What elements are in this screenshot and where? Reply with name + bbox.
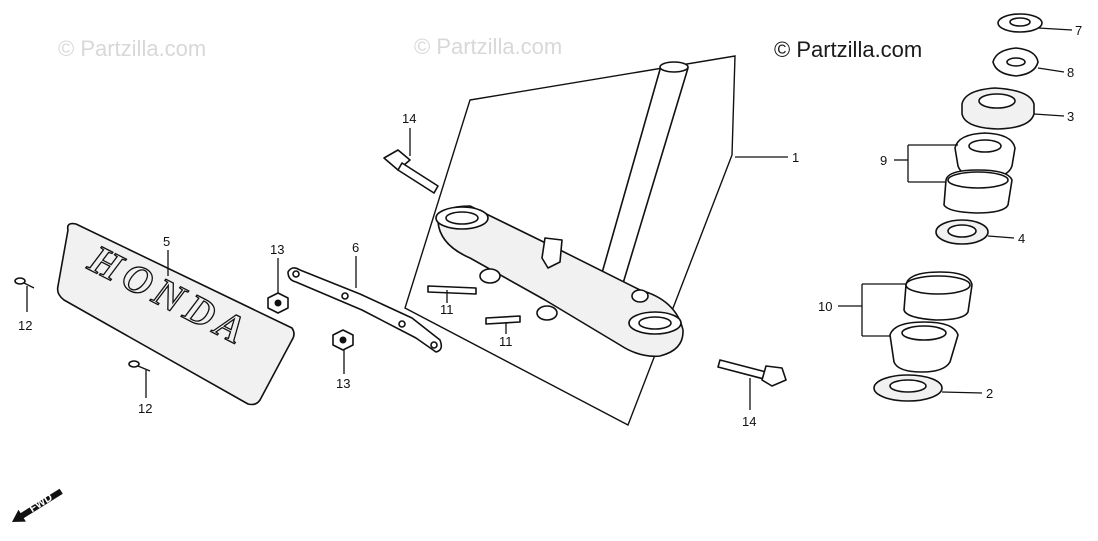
leader-lines [26, 27, 1073, 410]
callout-6: 6 [352, 240, 359, 255]
callout-11b: 11 [499, 334, 513, 349]
stud-lower[interactable] [485, 315, 521, 325]
callout-11a: 11 [440, 302, 454, 317]
callout-5: 5 [163, 234, 170, 249]
lower-bearing-race[interactable] [903, 271, 973, 321]
callout-12a: 12 [18, 318, 32, 333]
emblem-plate[interactable]: HONDA [56, 222, 295, 406]
callout-3: 3 [1067, 109, 1074, 124]
nut-lower[interactable] [332, 329, 354, 351]
bolt-upper[interactable] [383, 149, 439, 194]
steering-stem[interactable] [435, 61, 689, 358]
emblem-bracket[interactable] [287, 267, 443, 353]
callout-14b: 14 [742, 414, 756, 429]
callout-8: 8 [1067, 65, 1074, 80]
nut-upper[interactable] [267, 292, 289, 314]
steering-stem-group-outline [404, 55, 736, 426]
lower-dust-seal[interactable] [873, 374, 943, 402]
watermark-center: © Partzilla.com [414, 34, 563, 59]
upper-bearing-race[interactable] [943, 169, 1013, 214]
adjusting-nut[interactable] [961, 87, 1035, 130]
callout-12b: 12 [138, 401, 152, 416]
screw-bottom[interactable] [128, 360, 151, 372]
callout-14a: 14 [402, 111, 416, 126]
lower-bearing[interactable] [889, 321, 959, 373]
watermark-left: © Partzilla.com [58, 36, 207, 61]
callout-4: 4 [1018, 231, 1025, 246]
callout-1: 1 [792, 150, 799, 165]
forward-arrow-icon [12, 488, 63, 522]
screw-left[interactable] [14, 277, 35, 289]
steering-stem-nut[interactable] [997, 13, 1043, 33]
bolt-lower[interactable] [717, 359, 787, 387]
callout-7: 7 [1075, 23, 1082, 38]
callout-13a: 13 [270, 242, 284, 257]
stud-upper[interactable] [427, 285, 477, 295]
callout-10: 10 [818, 299, 832, 314]
dust-seal[interactable] [935, 219, 989, 245]
lock-washer[interactable] [992, 47, 1039, 77]
callout-2: 2 [986, 386, 993, 401]
callout-13b: 13 [336, 376, 350, 391]
watermark-right: © Partzilla.com [774, 37, 923, 62]
forward-arrow: FWD [12, 488, 63, 522]
callout-9: 9 [880, 153, 887, 168]
